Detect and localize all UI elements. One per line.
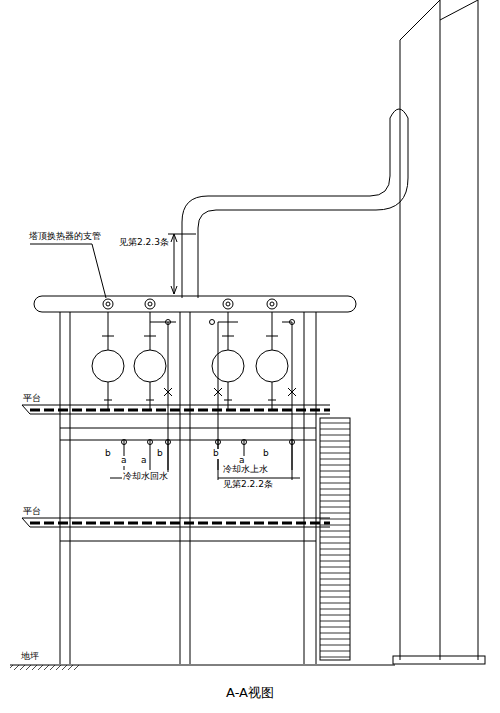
platform-label: 平台 — [22, 507, 42, 517]
platform-label: 平台 — [22, 394, 42, 404]
pipe-letter: a — [140, 456, 148, 466]
leader-line — [30, 244, 106, 298]
reference-note: 见第2.2.2条 — [222, 480, 274, 490]
ground-label: 地坪 — [20, 652, 40, 662]
pipe-letter: a — [120, 456, 128, 466]
pipe-letter: b — [104, 449, 112, 459]
reference-note: 见第2.2.3条 — [118, 238, 170, 248]
tower-column — [393, 0, 485, 664]
pipe-label: 冷却水回水 — [122, 472, 169, 482]
header-pipe — [34, 296, 356, 312]
leader-label: 塔顶换热器的支管 — [28, 232, 102, 242]
caption: A-A视图 — [226, 684, 274, 702]
pipe-letter: b — [262, 449, 270, 459]
platforms — [22, 405, 330, 541]
pipe-letter: b — [212, 449, 220, 459]
pipe-letter: b — [156, 449, 164, 459]
overhead-pipe — [182, 109, 408, 298]
dimension-line — [168, 234, 196, 294]
pipe-label: 冷却水上水 — [222, 465, 269, 475]
structure-posts — [60, 312, 316, 664]
ladder — [320, 418, 350, 660]
header-valves — [103, 299, 277, 309]
condensers — [92, 312, 300, 480]
